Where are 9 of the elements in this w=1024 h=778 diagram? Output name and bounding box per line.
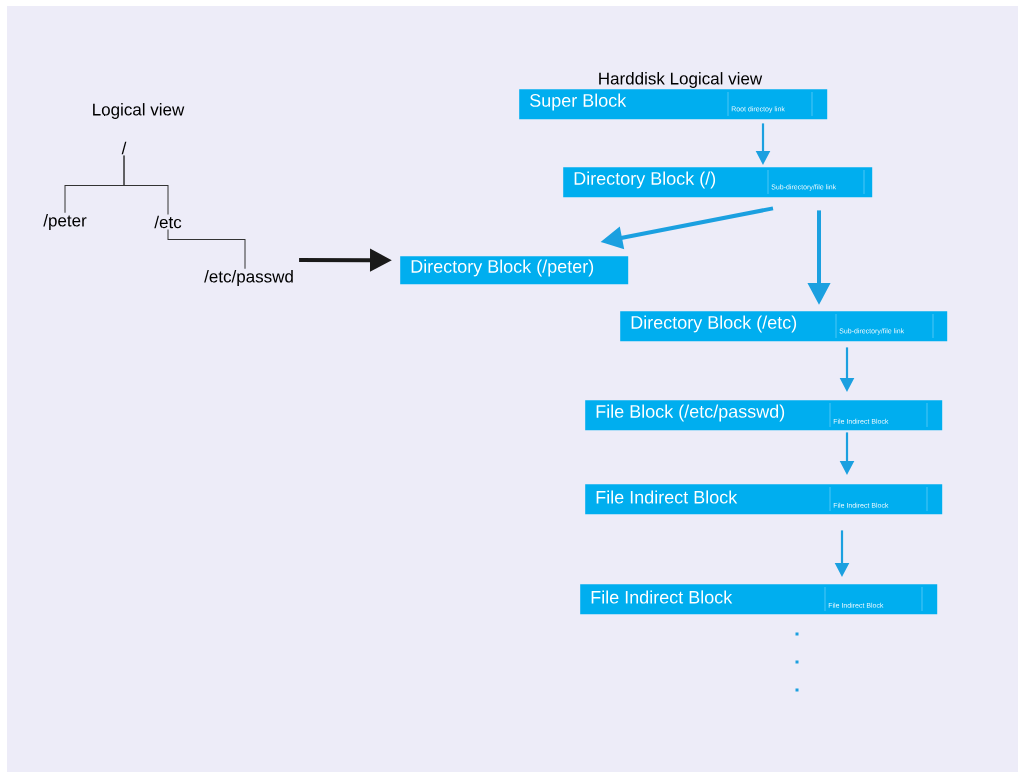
tree-label: /etc/passwd xyxy=(204,270,293,286)
tree-line xyxy=(123,154,169,216)
heading: Logical view xyxy=(93,103,185,119)
heading: Harddisk Logical view xyxy=(599,72,763,88)
tree-label: /peter xyxy=(43,214,87,230)
tree-label: / xyxy=(121,141,127,155)
tree-label: /etc xyxy=(154,215,182,229)
block-box: Directory Block (/peter) xyxy=(400,256,629,285)
tree-line xyxy=(167,228,246,270)
